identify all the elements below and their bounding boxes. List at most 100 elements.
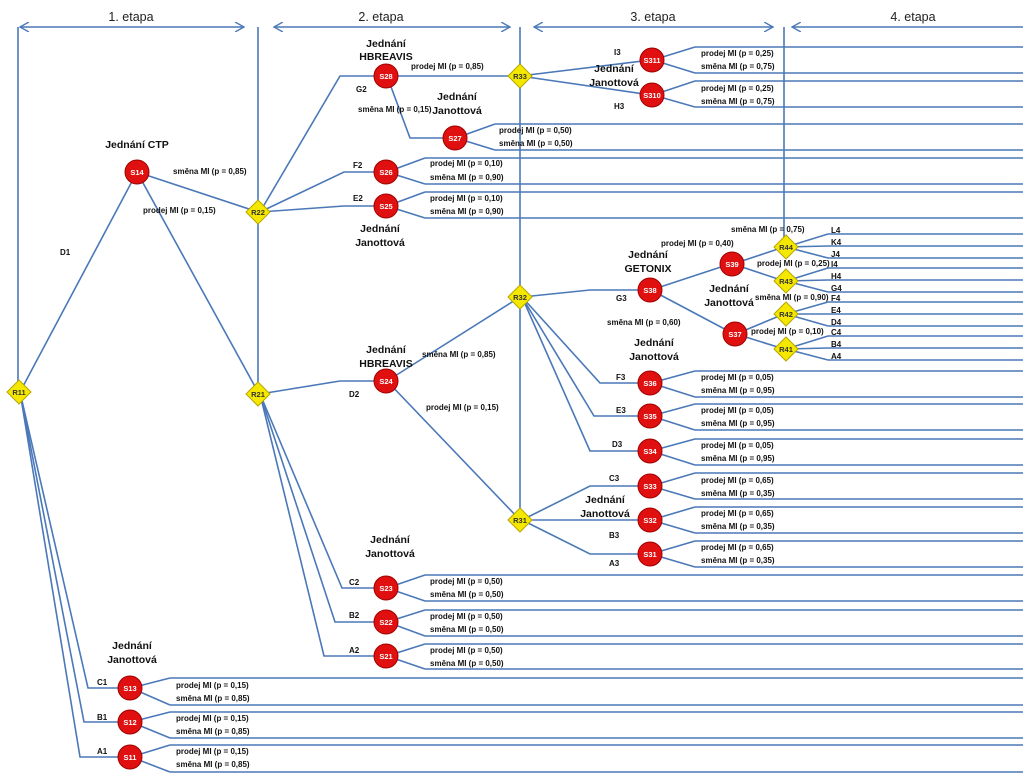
prob-s37-smena: směna MI (p = 0,90) [755,293,829,302]
chance-node-S11[interactable]: S11 [117,744,143,770]
decision-nodes: R11 R21 R22 R33 R32 R31 R44 R43 R42 R41 [6,63,799,533]
decision-node-R44[interactable]: R44 [773,234,799,260]
chance-node-S32[interactable]: S32 [637,507,663,533]
prob-s14-prodej: prodej MI (p = 0,15) [143,206,216,215]
decision-node-R31[interactable]: R31 [507,507,533,533]
chance-node-S14[interactable]: S14 [124,159,150,185]
title-jednani-janottova-23-line1: Jednání [370,534,411,546]
title-jednani-janottova-1-line1: Jednání [112,640,153,652]
prob-s24-smena: směna MI (p = 0,85) [422,350,496,359]
title-jednani-hbreavis-1-line1: Jednání [366,38,407,50]
chance-node-S37[interactable]: S37 [722,321,748,347]
branch-label-I3: I3 [614,48,621,57]
decision-node-R41[interactable]: R41 [773,336,799,362]
prob-s25-prodej: prodej MI (p = 0,10) [430,194,503,203]
chance-node-label: S22 [379,618,392,627]
prob-s24-prodej: prodej MI (p = 0,15) [426,403,499,412]
branch-labels: D1 C1 B1 A1 G2 F2 E2 D2 C2 B2 A2 I3 H3 G… [60,48,842,756]
chance-node-label: S39 [725,260,738,269]
chance-node-label: S21 [379,652,392,661]
decision-node-label: R32 [513,293,527,302]
decision-node-R33[interactable]: R33 [507,63,533,89]
chance-node-S39[interactable]: S39 [719,251,745,277]
branch-label-C1: C1 [97,678,108,687]
title-jednani-janottova-27-line2: Janottová [432,105,482,117]
decision-node-label: R11 [12,388,25,397]
chance-node-label: S27 [448,134,461,143]
title-jednani-janottova-36-line2: Janottová [629,351,679,363]
chance-node-S38[interactable]: S38 [637,277,663,303]
chance-node-label: S24 [379,377,393,386]
chance-node-label: S28 [379,72,392,81]
branch-label-G2: G2 [356,85,367,94]
branch-label-F2: F2 [353,161,363,170]
decision-node-label: R43 [779,277,793,286]
title-jednani-hbreavis-2-line1: Jednání [366,344,407,356]
decision-node-label: R33 [513,72,527,81]
decision-node-R22[interactable]: R22 [245,199,271,225]
decision-node-R42[interactable]: R42 [773,301,799,327]
prob-s34-smena: směna MI (p = 0,95) [701,454,775,463]
chance-node-S36[interactable]: S36 [637,370,663,396]
prob-s21-prodej: prodej MI (p = 0,50) [430,646,503,655]
branch-label-B4: B4 [831,340,842,349]
chance-node-S28[interactable]: S28 [373,63,399,89]
chance-node-label: S14 [130,168,144,177]
chance-node-S35[interactable]: S35 [637,403,663,429]
prob-s12-prodej: prodej MI (p = 0,15) [176,714,249,723]
prob-s34-prodej: prodej MI (p = 0,05) [701,441,774,450]
branch-label-G3: G3 [616,294,627,303]
decision-node-R32[interactable]: R32 [507,284,533,310]
chance-node-S26[interactable]: S26 [373,159,399,185]
prob-s22-smena: směna MI (p = 0,50) [430,625,504,634]
chance-node-S33[interactable]: S33 [637,473,663,499]
decision-node-R21[interactable]: R21 [245,381,271,407]
branch-label-F4: F4 [831,294,841,303]
branch-label-H3: H3 [614,102,625,111]
title-jednani-janottova-25-line1: Jednání [360,223,401,235]
prob-s311-prodej: prodej MI (p = 0,25) [701,49,774,58]
branch-label-A1: A1 [97,747,108,756]
branch-label-C3: C3 [609,474,620,483]
prob-s12-smena: směna MI (p = 0,85) [176,727,250,736]
branch-label-G4: G4 [831,284,842,293]
chance-node-S21[interactable]: S21 [373,643,399,669]
chance-node-label: S13 [123,684,136,693]
chance-node-S23[interactable]: S23 [373,575,399,601]
prob-s39-prodej: prodej MI (p = 0,25) [757,259,830,268]
chance-node-S12[interactable]: S12 [117,709,143,735]
chance-node-S311[interactable]: S311 [639,47,665,73]
branch-label-H4: H4 [831,272,842,281]
title-jednani-getonix-line1: Jednání [628,249,669,261]
title-jednani-janottova-33-line2: Janottová [589,77,639,89]
prob-s22-prodej: prodej MI (p = 0,50) [430,612,503,621]
decision-node-R43[interactable]: R43 [773,268,799,294]
decision-node-label: R41 [779,345,793,354]
branch-label-A3: A3 [609,559,620,568]
title-jednani-janottova-32-line2: Janottová [580,508,630,520]
title-jednani-janottova-27-line1: Jednání [437,91,478,103]
chance-node-S13[interactable]: S13 [117,675,143,701]
prob-s31-prodej: prodej MI (p = 0,65) [701,543,774,552]
chance-node-S31[interactable]: S31 [637,541,663,567]
chance-node-S34[interactable]: S34 [637,438,663,464]
prob-s35-prodej: prodej MI (p = 0,05) [701,406,774,415]
chance-node-S27[interactable]: S27 [442,125,468,151]
chance-node-S24[interactable]: S24 [373,368,399,394]
chance-node-label: S31 [643,550,656,559]
branch-label-D3: D3 [612,440,623,449]
chance-node-S25[interactable]: S25 [373,193,399,219]
prob-s37-prodej: prodej MI (p = 0,10) [751,327,824,336]
prob-s35-smena: směna MI (p = 0,95) [701,419,775,428]
prob-s28-prodej: prodej MI (p = 0,85) [411,62,484,71]
prob-s14-smena: směna MI (p = 0,85) [173,167,247,176]
decision-node-R11[interactable]: R11 [6,379,32,405]
chance-node-label: S11 [124,753,137,762]
chance-node-S310[interactable]: S310 [639,82,665,108]
chance-node-S22[interactable]: S22 [373,609,399,635]
prob-s32-smena: směna MI (p = 0,35) [701,522,775,531]
branch-label-B1: B1 [97,713,108,722]
chance-node-label: S36 [643,379,656,388]
stage-4-label: 4. etapa [890,10,935,24]
